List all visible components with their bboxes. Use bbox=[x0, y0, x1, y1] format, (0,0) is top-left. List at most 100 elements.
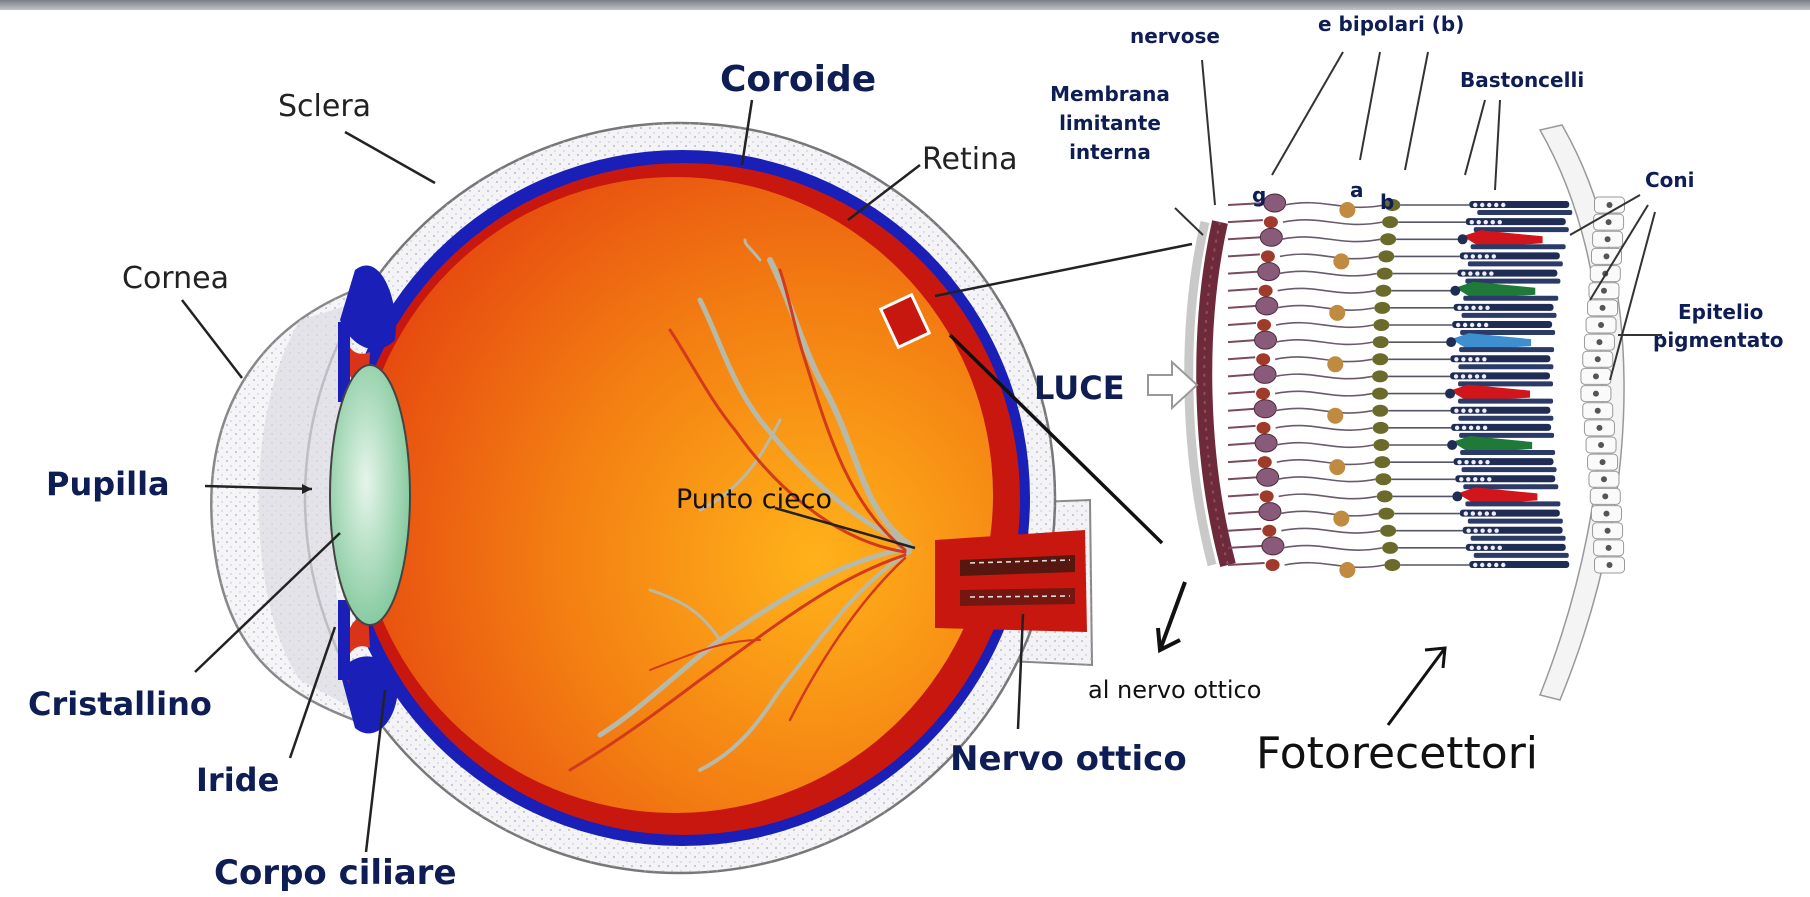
ganglion-axon bbox=[1228, 374, 1255, 376]
rod-segment bbox=[1471, 306, 1475, 310]
rod-cell-secondary bbox=[1460, 450, 1555, 455]
rod-cell-secondary bbox=[1462, 467, 1557, 472]
epithelium-nucleus bbox=[1596, 339, 1602, 345]
rod-segment bbox=[1483, 426, 1487, 430]
dendrite bbox=[1279, 494, 1377, 499]
dendrite bbox=[1283, 220, 1382, 225]
ganglion-cell bbox=[1264, 194, 1286, 212]
bipolar-cell bbox=[1382, 542, 1398, 554]
rod-segment bbox=[1464, 254, 1468, 258]
amacrine-cell bbox=[1329, 459, 1345, 475]
retina-cells bbox=[1228, 194, 1572, 578]
rod-segment bbox=[1471, 254, 1475, 258]
lens-shape bbox=[330, 365, 410, 625]
rod-cell-secondary bbox=[1462, 313, 1557, 318]
rod-cell-secondary bbox=[1465, 501, 1560, 506]
ganglion-axon bbox=[1228, 443, 1256, 445]
epithelium-nucleus bbox=[1596, 425, 1602, 431]
bipolar-cell bbox=[1372, 370, 1388, 382]
rod-segment bbox=[1461, 374, 1465, 378]
dendrite bbox=[1275, 357, 1372, 362]
rod-segment bbox=[1482, 271, 1486, 275]
ganglion-cell-small bbox=[1264, 216, 1278, 228]
ganglion-axon bbox=[1228, 357, 1255, 359]
rod-segment bbox=[1468, 374, 1472, 378]
bipolar-cell bbox=[1377, 490, 1393, 502]
ganglion-axon bbox=[1228, 512, 1260, 514]
dendrite bbox=[1283, 546, 1382, 551]
rod-segment bbox=[1492, 511, 1496, 515]
cone-nucleus bbox=[1446, 337, 1456, 347]
rod-segment bbox=[1470, 323, 1474, 327]
epithelium-nucleus bbox=[1602, 493, 1608, 499]
rod-segment bbox=[1491, 220, 1495, 224]
rod-segment bbox=[1461, 271, 1465, 275]
bipolar-cell bbox=[1373, 319, 1389, 331]
rod-segment bbox=[1484, 323, 1488, 327]
epithelium-nucleus bbox=[1607, 202, 1613, 208]
rod-cell-secondary bbox=[1458, 399, 1553, 404]
rod-cell-secondary bbox=[1471, 244, 1566, 249]
label-pupilla: Pupilla bbox=[46, 468, 170, 500]
rod-segment bbox=[1494, 203, 1498, 207]
epithelium-nucleus bbox=[1601, 476, 1607, 482]
rod-segment bbox=[1501, 203, 1505, 207]
dendrite bbox=[1278, 477, 1376, 482]
bipolar-cell bbox=[1378, 508, 1394, 520]
epithelium-nucleus bbox=[1600, 305, 1606, 311]
bipolar-cell bbox=[1378, 250, 1394, 262]
ganglion-cell-small bbox=[1259, 285, 1273, 297]
rod-cell-secondary bbox=[1459, 347, 1554, 352]
dendrite bbox=[1276, 340, 1373, 345]
rod-segment bbox=[1475, 271, 1479, 275]
ganglion-cell bbox=[1256, 297, 1278, 315]
bipolar-cell bbox=[1380, 525, 1396, 537]
rod-segment bbox=[1475, 409, 1479, 413]
label-coroide: Coroide bbox=[720, 62, 876, 98]
label-bipolari: e bipolari (b) bbox=[1318, 14, 1464, 34]
bipolar-cell bbox=[1382, 216, 1398, 228]
ganglion-axon bbox=[1228, 546, 1263, 548]
ganglion-cell-small bbox=[1257, 319, 1271, 331]
bipolar-cell bbox=[1373, 336, 1389, 348]
label-cornea: Cornea bbox=[122, 264, 229, 294]
rod-segment bbox=[1461, 409, 1465, 413]
amacrine-cell bbox=[1333, 511, 1349, 527]
dendrite bbox=[1278, 288, 1376, 293]
bipolar-cell bbox=[1384, 559, 1400, 571]
rod-segment bbox=[1473, 563, 1477, 567]
rod-segment bbox=[1477, 546, 1481, 550]
ganglion-cell-small bbox=[1256, 353, 1270, 365]
rod-segment bbox=[1464, 306, 1468, 310]
ganglion-axon bbox=[1228, 272, 1259, 274]
epithelium-nucleus bbox=[1598, 442, 1604, 448]
rod-segment bbox=[1454, 374, 1458, 378]
rod-segment bbox=[1482, 374, 1486, 378]
ganglion-cell bbox=[1257, 468, 1279, 486]
label-membrana-line1: Membrana bbox=[1030, 80, 1190, 109]
rod-segment bbox=[1477, 323, 1481, 327]
dendrite bbox=[1276, 323, 1373, 328]
rod-segment bbox=[1475, 357, 1479, 361]
rod-segment bbox=[1471, 460, 1475, 464]
ganglion-cell-small bbox=[1266, 559, 1280, 571]
ganglion-axon bbox=[1228, 289, 1258, 291]
rod-segment bbox=[1463, 323, 1467, 327]
fotorecettori-arrow bbox=[1388, 648, 1445, 725]
rod-segment bbox=[1480, 477, 1484, 481]
epithelium-nucleus bbox=[1600, 459, 1606, 465]
ganglion-cell-small bbox=[1256, 388, 1270, 400]
label-g: g bbox=[1252, 185, 1266, 205]
rod-segment bbox=[1487, 529, 1491, 533]
rod-segment bbox=[1482, 357, 1486, 361]
epithelium-nucleus bbox=[1593, 391, 1599, 397]
label-al-nervo-ottico: al nervo ottico bbox=[1088, 678, 1261, 702]
rod-segment bbox=[1498, 220, 1502, 224]
bipolar-cell bbox=[1374, 302, 1390, 314]
rod-segment bbox=[1456, 323, 1460, 327]
ganglion-cell bbox=[1254, 365, 1276, 383]
rod-segment bbox=[1459, 477, 1463, 481]
rod-segment bbox=[1478, 460, 1482, 464]
bipolar-cell bbox=[1374, 456, 1390, 468]
dendrite bbox=[1276, 443, 1373, 448]
